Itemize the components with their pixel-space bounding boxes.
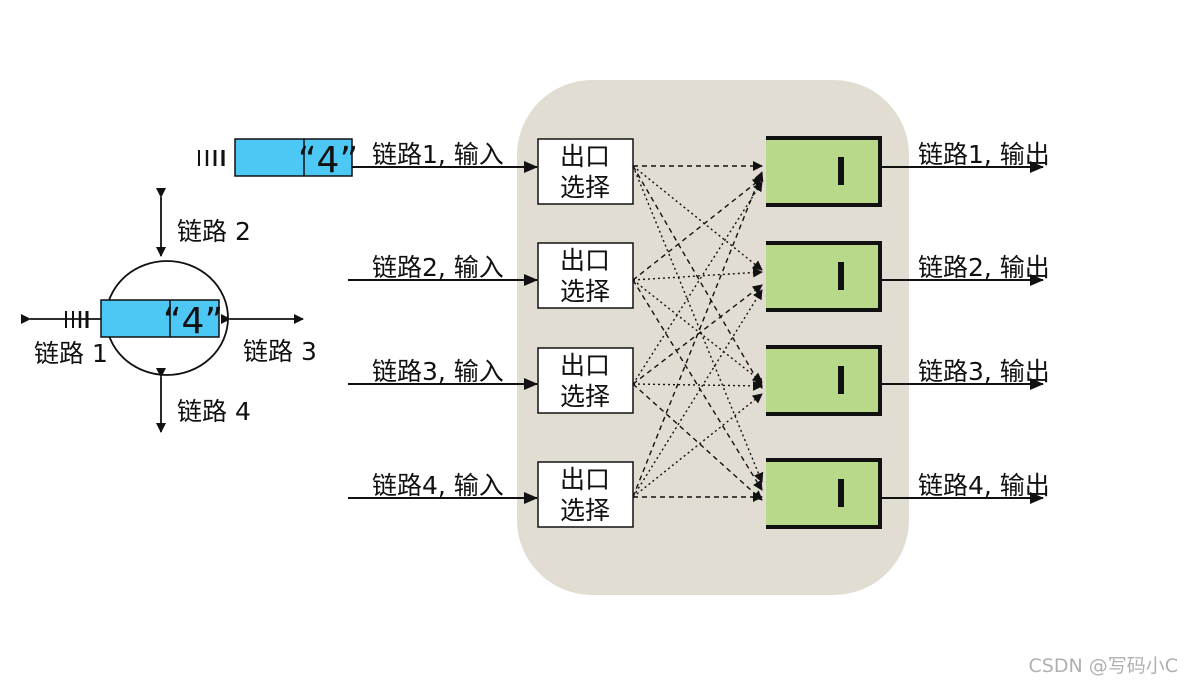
- router-packet: [100, 299, 220, 338]
- input-2-label: 链路2, 输入: [372, 253, 504, 282]
- output-3-label: 链路3, 输出: [918, 357, 1050, 386]
- output-4-label: 链路4, 输出: [918, 471, 1050, 500]
- selector-box-4: 出口 选择: [537, 461, 634, 528]
- router-link-3-label: 链路 3: [243, 337, 317, 366]
- output-queue-1: [766, 136, 882, 207]
- input-4-label: 链路4, 输入: [372, 471, 504, 500]
- router-packet-label: “4”: [163, 301, 223, 342]
- svg-text:选择: 选择: [560, 277, 610, 306]
- router-sketch: “4” 链路 1 链路 2 链路 3 链路 4: [21, 188, 317, 433]
- svg-text:出口: 出口: [560, 142, 610, 171]
- svg-text:选择: 选择: [560, 496, 610, 525]
- output-queue-4: [766, 458, 882, 529]
- output-queue-3: [766, 345, 882, 416]
- svg-text:选择: 选择: [560, 382, 610, 411]
- input-3-label: 链路3, 输入: [372, 357, 504, 386]
- selector-box-3: 出口 选择: [537, 347, 634, 414]
- output-2-label: 链路2, 输出: [918, 253, 1050, 282]
- svg-text:出口: 出口: [560, 246, 610, 275]
- router-link-1-label: 链路 1: [34, 339, 108, 368]
- selector-box-1: 出口 选择: [537, 138, 634, 205]
- router-link-2-label: 链路 2: [177, 217, 251, 246]
- svg-text:出口: 出口: [560, 351, 610, 380]
- incoming-packet: “4”: [198, 138, 358, 181]
- incoming-packet-label: “4”: [298, 140, 358, 181]
- selector-box-2: 出口 选择: [537, 242, 634, 309]
- watermark: CSDN @写码小C: [1029, 655, 1178, 677]
- svg-text:出口: 出口: [560, 465, 610, 494]
- svg-text:选择: 选择: [560, 173, 610, 202]
- router-link-4-label: 链路 4: [177, 397, 251, 426]
- output-queue-2: [766, 241, 882, 312]
- output-1-label: 链路1, 输出: [918, 140, 1050, 169]
- incoming-packet-box: [234, 138, 353, 177]
- crossbar-connections: [632, 161, 764, 502]
- input-1-label: 链路1, 输入: [372, 140, 504, 169]
